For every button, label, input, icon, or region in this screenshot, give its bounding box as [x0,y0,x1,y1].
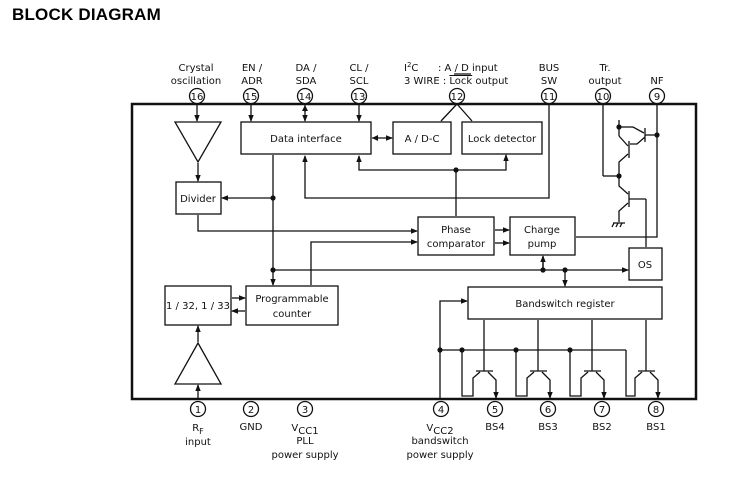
pin1-label-2: input [185,437,211,448]
svg-text:4: 4 [438,405,444,416]
svg-text:11: 11 [543,92,556,103]
pin16-label-1: Crystal [178,63,213,74]
pin6-label: BS3 [538,422,557,433]
pin-9: 9 [648,87,666,105]
pin-3: 3 [296,400,314,418]
svg-text:pump: pump [528,239,557,250]
pin12-label-2: 3 WIRE : Lock output [404,76,508,87]
svg-text:Lock detector: Lock detector [468,134,537,145]
pin14-label-2: SDA [296,76,317,87]
pin11-label-2: SW [541,76,557,87]
svg-text:comparator: comparator [427,239,486,250]
charge-pump-block: Charge pump [509,216,576,256]
page-title: BLOCK DIAGRAM [12,5,161,24]
pin-16: 16 [188,87,206,105]
pin-4: 4 [432,400,450,418]
svg-text:Charge: Charge [524,225,560,236]
svg-text:5: 5 [492,405,498,416]
svg-text:16: 16 [191,92,204,103]
pin-12: 12 [448,87,466,105]
pin4-label-2: bandswitch [411,436,468,447]
pin15-label-1: EN / [242,63,263,74]
pin4-label-1: VCC2 [426,423,453,437]
pin-13: 13 [350,87,368,105]
pin15-label-2: ADR [241,76,263,87]
pin2-label: GND [240,422,263,433]
pin3-label-3: power supply [271,450,338,461]
svg-text:Divider: Divider [180,194,217,205]
pin11-label-1: BUS [539,63,560,74]
adc-block: A / D-C [392,121,452,155]
pin8-label: BS1 [646,422,665,433]
svg-text:Programmable: Programmable [255,294,328,305]
svg-text:12: 12 [451,92,464,103]
prescaler-block: 1 / 32, 1 / 33 [164,285,232,326]
pin-8: 8 [647,400,665,418]
programmable-counter-block: Programmable counter [245,285,339,326]
phase-comparator-block: Phase comparator [417,216,495,256]
data-interface-block: Data interface [240,121,372,155]
pin4-label-3: power supply [406,450,473,461]
rf-input-amplifier [173,341,223,385]
svg-text:Data interface: Data interface [270,134,342,145]
bandswitch-register-block: Bandswitch register [467,286,663,320]
pin13-label-2: SCL [350,76,369,87]
pin-1: 1 [189,400,207,418]
arrow-adc-di [372,135,378,141]
chip-outline [130,102,698,401]
pin10-label-1: Tr. [598,63,610,74]
svg-text:14: 14 [299,92,312,103]
svg-text:Bandswitch register: Bandswitch register [515,299,615,310]
os-block: OS [628,247,663,281]
pin3-label-1: VCC1 [291,423,318,437]
pin12-label-1: I2C: A / D input [404,61,498,74]
svg-text:9: 9 [654,92,660,103]
svg-text:7: 7 [599,405,605,416]
pin14-label-1: DA / [296,63,318,74]
bandswitch-transistors [459,320,661,399]
svg-text:Phase: Phase [441,225,471,236]
pin9-label: NF [650,76,663,87]
output-transistor-circuit [602,104,660,247]
crystal-oscillator-amplifier [173,121,223,164]
pin1-label-1: RF [192,423,204,436]
pin13-label-1: CL / [349,63,369,74]
svg-text:1: 1 [195,405,201,416]
pin-2: 2 [242,400,260,418]
pin10-label-2: output [589,76,622,87]
pin7-label: BS2 [592,422,611,433]
bottom-pins: 1 2 3 4 5 6 7 8 [189,400,665,418]
svg-text:counter: counter [273,309,312,320]
svg-text:10: 10 [597,92,610,103]
pin5-label: BS4 [485,422,504,433]
svg-text:6: 6 [545,405,551,416]
pin-5: 5 [486,400,504,418]
pin-10: 10 [594,87,612,105]
pin-15: 15 [242,87,260,105]
lock-detector-block: Lock detector [461,121,543,155]
pin-7: 7 [593,400,611,418]
divider-block: Divider [175,181,222,215]
svg-text:1 / 32, 1 / 33: 1 / 32, 1 / 33 [166,301,230,312]
svg-text:13: 13 [353,92,366,103]
pin3-label-2: PLL [296,436,314,447]
svg-text:15: 15 [245,92,258,103]
wire-pin12 [440,103,473,122]
svg-text:OS: OS [638,260,652,271]
ground-icon [611,222,625,228]
svg-text:2: 2 [248,405,254,416]
pin16-label-2: oscillation [171,76,221,87]
bottom-pin-labels: RF input GND VCC1 PLL power supply VCC2 … [185,422,666,461]
top-pin-labels: Crystal oscillation EN / ADR DA / SDA CL… [171,61,664,87]
wires [197,104,658,399]
svg-text:8: 8 [653,405,659,416]
svg-text:3: 3 [302,405,308,416]
arrow-pin14-up [302,105,308,111]
svg-text:A / D-C: A / D-C [405,134,440,145]
pin-6: 6 [539,400,557,418]
top-pins: 16 15 14 13 12 11 10 9 [188,87,666,105]
pin-14: 14 [296,87,314,105]
pin-11: 11 [540,87,558,105]
